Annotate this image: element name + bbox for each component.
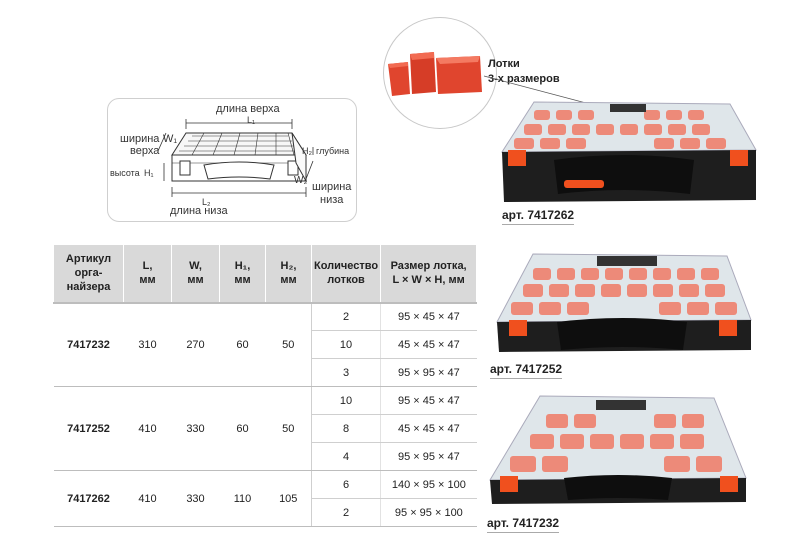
cell-h1: 60 (219, 302, 266, 387)
table-row: 8 45 × 45 × 47 (54, 414, 477, 443)
table-row: 7417232 310 270 60 50 2 95 × 45 × 47 (53, 302, 477, 387)
cell-tray-size: 95 × 45 × 47 (380, 302, 477, 331)
header-tray-count: Количество лотков (310, 244, 382, 304)
h2-label: H₂ (302, 146, 312, 156)
width-top-label-line1: ширина (120, 133, 160, 145)
h1-label: H₁ (144, 168, 154, 178)
cell-l: 410 (123, 386, 172, 471)
table-row: 4 95 × 95 × 47 (54, 442, 477, 471)
header-article: Артикул орга- найзера (53, 244, 124, 304)
cell-h2: 50 (265, 302, 312, 387)
cell-h1: 60 (219, 386, 266, 471)
header-h2: H₂, мм (265, 244, 312, 304)
cell-tray-size: 140 × 95 × 100 (380, 470, 477, 499)
cell-tray-count: 3 (310, 358, 381, 387)
table-header-row: Артикул орга- найзера L, мм W, мм H₁, мм… (53, 244, 478, 304)
product-article-7417232: арт. 7417232 (487, 516, 560, 533)
width-top-label-line2: верха (130, 145, 160, 157)
bottom-length-label: длина низа (170, 205, 228, 217)
w1-label: W₁ (163, 133, 178, 145)
cell-tray-count: 2 (310, 498, 381, 527)
cell-tray-size: 45 × 45 × 47 (380, 330, 477, 359)
header-w: W, мм (171, 244, 220, 304)
cell-tray-size: 95 × 95 × 100 (380, 498, 477, 527)
cell-tray-size: 95 × 95 × 47 (380, 442, 477, 471)
cell-tray-count: 2 (310, 302, 381, 331)
product-photo-7417232 (484, 392, 754, 515)
table-row: 7417252 410 330 60 50 10 95 × 45 × 47 (53, 386, 477, 471)
cell-tray-size: 95 × 45 × 47 (380, 386, 477, 415)
cell-h2: 50 (265, 386, 312, 471)
width-bottom-label-line1: ширина (312, 181, 352, 193)
cell-article: 7417252 (53, 386, 124, 471)
organizer-schematic (157, 119, 314, 197)
l2-label: L₂ (202, 197, 211, 207)
table-row: 3 95 × 95 × 47 (54, 358, 477, 387)
table-row: 10 45 × 45 × 47 (54, 330, 477, 359)
trays-illustration (388, 52, 482, 96)
cell-tray-count: 6 (310, 470, 381, 499)
product-article-7417252: арт. 7417252 (490, 362, 563, 379)
dimension-diagram: длина верхa L₁ ширина W₁ верха высота H₁… (107, 98, 357, 222)
trays-label-line1: Лотки (488, 58, 520, 70)
table-row: 2 95 × 95 × 100 (54, 498, 477, 527)
trays-zoom-circle (383, 17, 497, 129)
cell-h2: 105 (265, 470, 312, 527)
cell-h1: 110 (219, 470, 266, 527)
width-bottom-label-line2: низа (320, 194, 344, 206)
height-label: высота (110, 168, 140, 178)
cell-tray-size: 95 × 95 × 47 (380, 358, 477, 387)
table-row: 7417262 410 330 110 105 6 140 × 95 × 100 (53, 470, 477, 527)
cell-tray-count: 8 (310, 414, 381, 443)
cell-w: 330 (171, 386, 220, 471)
cell-tray-count: 10 (310, 386, 381, 415)
header-l: L, мм (123, 244, 172, 304)
product-photo-7417262 (494, 98, 764, 213)
cell-w: 330 (171, 470, 220, 527)
spec-table: Артикул орга- найзера L, мм W, мм H₁, мм… (53, 244, 478, 527)
cell-article: 7417262 (53, 470, 124, 527)
cell-article: 7417232 (53, 302, 124, 387)
product-photo-7417252 (487, 250, 757, 365)
cell-tray-count: 10 (310, 330, 381, 359)
depth-label: глубина (316, 146, 350, 156)
header-h1: H₁, мм (219, 244, 266, 304)
w2-label: W₂ (294, 175, 308, 186)
top-length-label: длина верхa (216, 103, 280, 115)
product-article-7417262: арт. 7417262 (502, 208, 575, 225)
l1-label: L₁ (247, 115, 256, 125)
cell-w: 270 (171, 302, 220, 387)
cell-tray-count: 4 (310, 442, 381, 471)
cell-l: 310 (123, 302, 172, 387)
cell-l: 410 (123, 470, 172, 527)
cell-tray-size: 45 × 45 × 47 (380, 414, 477, 443)
header-tray-size: Размер лотка, L × W × H, мм (380, 244, 478, 304)
